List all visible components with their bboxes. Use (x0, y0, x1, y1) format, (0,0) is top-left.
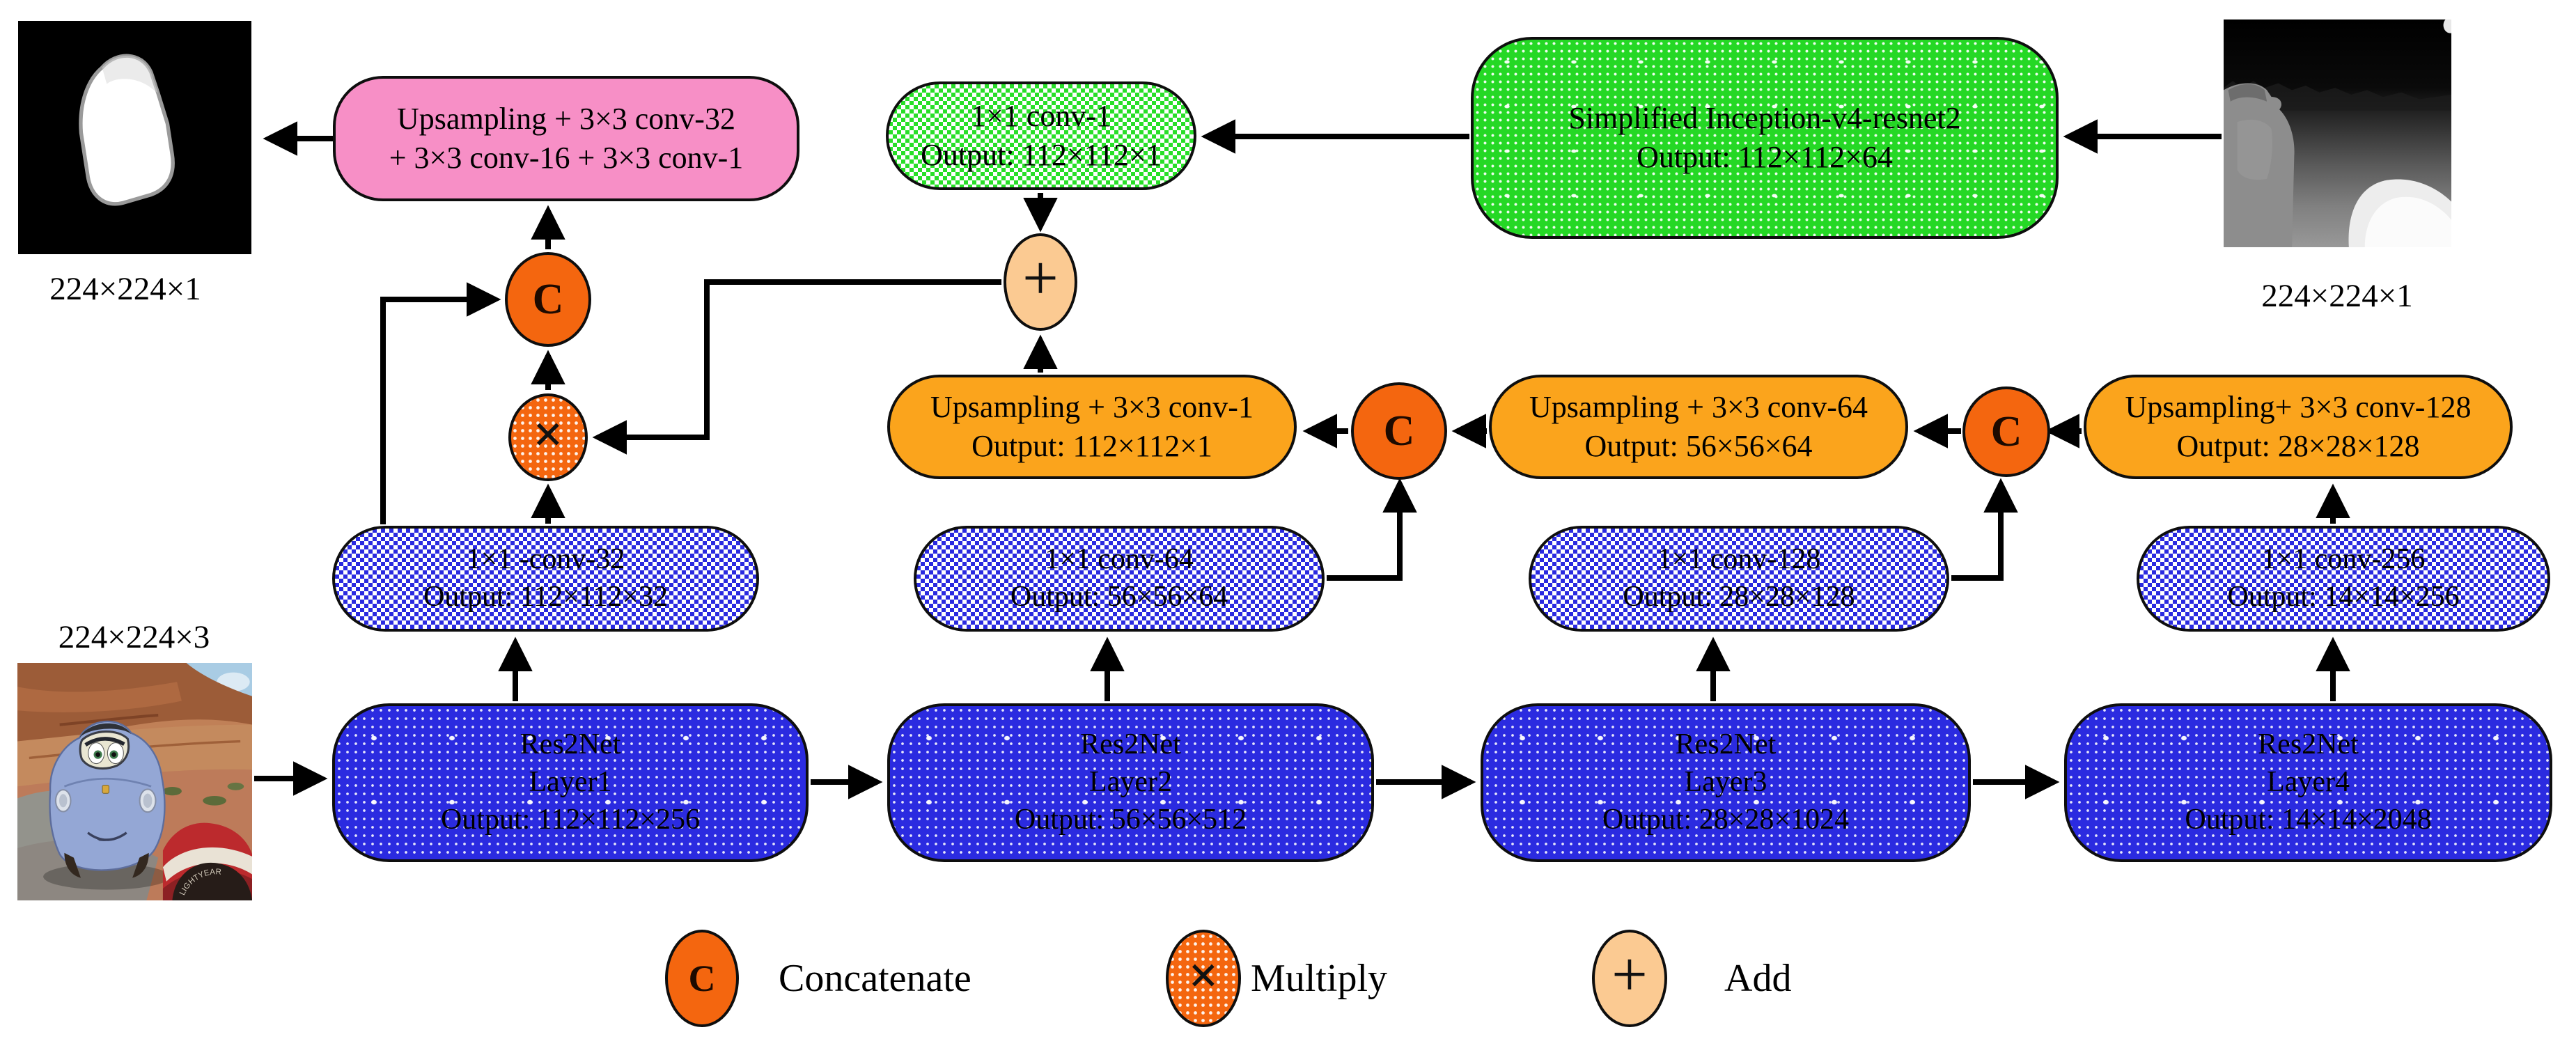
lateral-conv-box-4: 1×1 conv-256 Output: 14×14×256 (2137, 526, 2550, 632)
concatenate-op-1: C (1351, 382, 1447, 480)
rgb-input-image: LIGHTYEAR (17, 663, 252, 900)
layer2-line1: Res2Net (1080, 728, 1181, 761)
backbone-layer-box-1: Res2Net Layer1 Output: 112×112×256 (332, 703, 809, 862)
concatenate-symbol: C (532, 275, 564, 323)
legend-multiply-icon: × (1166, 930, 1241, 1027)
inception-line2: Output: 112×112×64 (1637, 140, 1893, 174)
backbone-layer-box-4: Res2Net Layer4 Output: 14×14×2048 (2064, 703, 2552, 862)
lateral4-line1: 1×1 conv-256 (2261, 543, 2426, 576)
legend-add-symbol: + (1611, 939, 1648, 1010)
layer2-line2: Layer2 (1089, 766, 1172, 799)
upsample-box-2: Upsampling + 3×3 conv-64 Output: 56×56×6… (1489, 375, 1908, 479)
lateral-conv-box-3: 1×1 conv-128 Output: 28×28×128 (1529, 526, 1949, 632)
decoder-head-line1: Upsampling + 3×3 conv-32 (397, 101, 735, 136)
add-op: + (1004, 233, 1077, 331)
layer3-line1: Res2Net (1675, 728, 1777, 761)
upsample2-line1: Upsampling + 3×3 conv-64 (1529, 389, 1868, 424)
concatenate-op-main: C (505, 252, 591, 347)
depth-conv-box: 1×1 conv-1 Output: 112×112×1 (886, 81, 1196, 190)
upsample2-line2: Output: 56×56×64 (1584, 429, 1813, 463)
upsample1-line1: Upsampling + 3×3 conv-1 (930, 389, 1254, 424)
concatenate1-symbol: C (1383, 407, 1415, 455)
legend-multiply-symbol: × (1188, 946, 1219, 1005)
rgb-size-label: 224×224×3 (58, 619, 210, 655)
inception-backbone-box: Simplified Inception-v4-resnet2 Output: … (1471, 37, 2059, 239)
layer4-line1: Res2Net (2258, 728, 2359, 761)
backbone-layer-box-3: Res2Net Layer3 Output: 28×28×1024 (1481, 703, 1971, 862)
layer1-line3: Output: 112×112×256 (440, 803, 701, 836)
multiply-op: × (508, 393, 588, 481)
arrow-lateral1-bypass-to-concat (380, 282, 501, 524)
backbone-layer-box-2: Res2Net Layer2 Output: 56×56×512 (887, 703, 1374, 862)
saliency-size-label: 224×224×1 (49, 271, 201, 307)
upsample3-line2: Output: 28×28×128 (2176, 429, 2420, 463)
depth-input-image (2224, 19, 2451, 247)
upsample-box-1: Upsampling + 3×3 conv-1 Output: 112×112×… (887, 375, 1297, 479)
layer1-line2: Layer1 (529, 766, 612, 799)
layer2-line3: Output: 56×56×512 (1014, 803, 1247, 836)
add-symbol: + (1022, 242, 1059, 313)
layer3-line3: Output: 28×28×1024 (1602, 803, 1850, 836)
decoder-head-line2: + 3×3 conv-16 + 3×3 conv-1 (389, 141, 744, 175)
concatenate-op-2: C (1962, 386, 2050, 477)
lateral3-line2: Output: 28×28×128 (1623, 581, 1855, 613)
decoder-head-box: Upsampling + 3×3 conv-32 + 3×3 conv-16 +… (333, 76, 799, 201)
depth-size-label: 224×224×1 (2261, 278, 2413, 314)
concatenate2-symbol: C (1990, 407, 2022, 455)
upsample1-line2: Output: 112×112×1 (971, 429, 1212, 463)
layer1-line1: Res2Net (520, 728, 621, 761)
lateral3-line1: 1×1 conv-128 (1657, 543, 1821, 576)
arrow-lateral2-to-concat1 (1327, 478, 1417, 581)
upsample3-line1: Upsampling+ 3×3 conv-128 (2125, 389, 2472, 424)
upsample-box-3: Upsampling+ 3×3 conv-128 Output: 28×28×1… (2084, 375, 2513, 479)
legend-concatenate-label: Concatenate (779, 957, 971, 1000)
legend-add-icon: + (1592, 930, 1667, 1027)
depth-conv-line2: Output: 112×112×1 (921, 138, 1162, 172)
legend-concatenate-icon: C (665, 930, 739, 1027)
legend-multiply-label: Multiply (1251, 957, 1388, 1000)
depth-conv-line1: 1×1 conv-1 (971, 98, 1111, 133)
lateral1-line2: Output: 112×112×32 (423, 581, 669, 613)
lateral2-line1: 1×1 conv-64 (1045, 543, 1194, 576)
legend-add-label: Add (1724, 957, 1792, 1000)
saliency-output-image (18, 21, 251, 254)
arrow-lateral3-to-concat2 (1951, 478, 2018, 581)
multiply-symbol: × (533, 405, 563, 464)
layer4-line2: Layer4 (2267, 766, 2350, 799)
lateral4-line2: Output: 14×14×256 (2227, 581, 2460, 613)
inception-line1: Simplified Inception-v4-resnet2 (1568, 100, 1961, 135)
lateral-conv-box-1: 1×1 -conv-32 Output: 112×112×32 (332, 526, 759, 632)
legend-concatenate-symbol: C (688, 958, 716, 999)
lateral-conv-box-2: 1×1 conv-64 Output: 56×56×64 (914, 526, 1325, 632)
layer3-line2: Layer3 (1684, 766, 1767, 799)
lateral1-line1: 1×1 -conv-32 (466, 543, 625, 576)
lateral2-line2: Output: 56×56×64 (1010, 581, 1228, 613)
layer4-line3: Output: 14×14×2048 (2185, 803, 2432, 836)
